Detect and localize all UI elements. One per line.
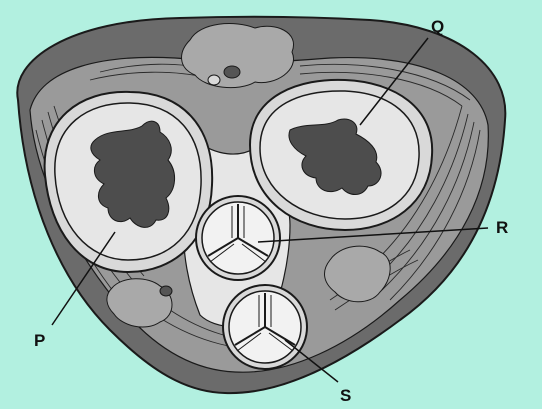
chamber-q (250, 80, 432, 230)
label-p: P (34, 332, 45, 349)
valve-r (196, 196, 280, 280)
label-q: Q (431, 18, 444, 35)
valve-s (223, 285, 307, 369)
label-s: S (340, 387, 351, 404)
label-r: R (496, 219, 508, 236)
